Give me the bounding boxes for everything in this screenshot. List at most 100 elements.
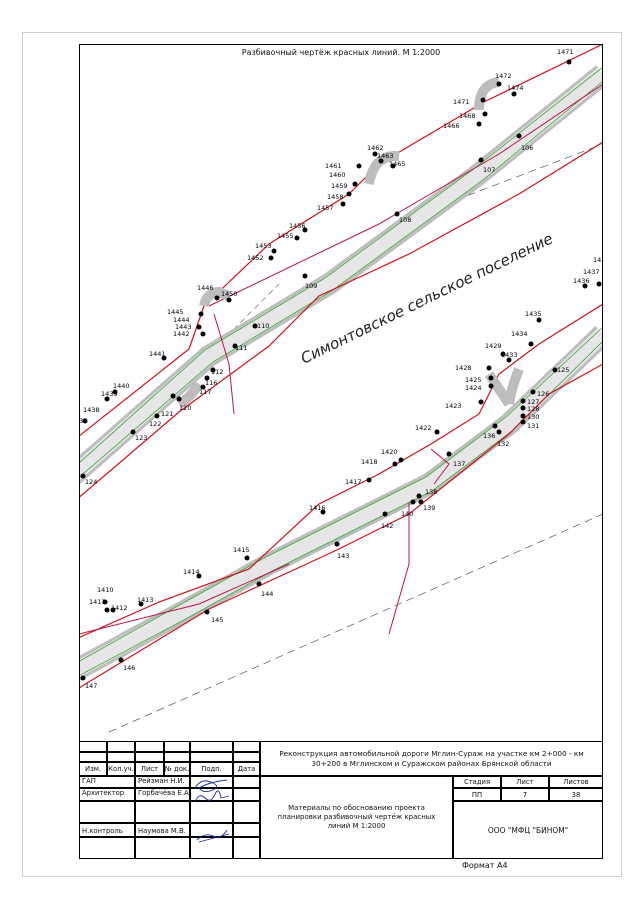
point-label: 1466	[443, 122, 460, 130]
point-label: 1457	[317, 204, 334, 212]
role-architect: Архитектор	[79, 788, 135, 801]
point-label: 1440	[113, 382, 130, 390]
role-gap: ГАП	[79, 776, 135, 788]
sheets-value: 38	[549, 788, 603, 801]
blank-cell	[233, 801, 260, 823]
point-label: 144	[261, 590, 273, 598]
point-label: 128	[527, 405, 539, 413]
rev-cell	[190, 741, 233, 752]
point-label: 120	[179, 404, 191, 412]
point-label: 1425	[465, 376, 482, 384]
name-architect: Горбачёва Е.А.	[135, 788, 190, 801]
blank-cell	[135, 801, 190, 823]
stage-label: Стадия	[453, 776, 501, 788]
point-label: 1423	[445, 402, 462, 410]
col-data: Дата	[233, 762, 260, 776]
point-label: 125	[557, 366, 569, 374]
blank-cell	[79, 801, 135, 823]
point-label: 1446	[197, 284, 214, 292]
point-label: 1444	[173, 316, 190, 324]
point-label: 127	[527, 398, 539, 406]
point-label: 106	[521, 144, 533, 152]
point-label: 1422	[415, 424, 432, 432]
point-label: 1428	[455, 364, 472, 372]
point-label: 1420	[381, 448, 398, 456]
point-label: 1471	[557, 48, 574, 56]
col-list: Лист	[135, 762, 164, 776]
name-nkontrol: Наумова М.В.	[135, 823, 190, 837]
point-markers: 1471 1472 1474 1471 1468 1466 106 1462 1…	[79, 48, 602, 690]
point-label: 142	[381, 522, 393, 530]
sheet-label: Лист	[501, 776, 549, 788]
point-label: 108	[399, 216, 411, 224]
point-label: 1474	[507, 84, 524, 92]
point-label: 140	[401, 510, 413, 518]
point-label: 1411	[89, 598, 106, 606]
point-label: 112	[211, 368, 223, 376]
point-label: 116	[205, 379, 217, 387]
point-label: 1472	[495, 72, 512, 80]
rev-cell	[190, 752, 233, 762]
point-label: 1429	[485, 342, 502, 350]
point-label: 1450	[221, 290, 238, 298]
point-label: 126	[537, 390, 549, 398]
point-label: 1443	[175, 323, 192, 331]
point-label: 1416	[309, 504, 326, 512]
point-label: 1442	[173, 330, 190, 338]
point-label: 124	[85, 478, 97, 486]
project-title: Реконструкция автомобильной дороги Мглин…	[260, 741, 603, 776]
blank-cell	[79, 837, 135, 859]
point-label: 1424	[465, 384, 482, 392]
date-cell	[233, 823, 260, 837]
rev-cell	[164, 752, 190, 762]
point-label: 1434	[511, 330, 528, 338]
point-label: 110	[257, 322, 269, 330]
point-label: 131	[527, 422, 539, 430]
point-label: 1459	[331, 182, 348, 190]
point-label: 1437	[583, 268, 600, 276]
stage-value: ПП	[453, 788, 501, 801]
sheet-description: Материалы по обоснованию проекта планиро…	[260, 776, 453, 859]
point-label: 1445	[167, 308, 184, 316]
signature-cell	[190, 823, 233, 837]
blank-cell	[190, 801, 233, 823]
date-cell	[233, 788, 260, 801]
point-label: 1436	[573, 277, 590, 285]
point-label: 130	[527, 413, 539, 421]
signatures	[194, 779, 230, 843]
date-cell	[233, 776, 260, 788]
signature-cell	[190, 776, 233, 788]
point-label: 138	[425, 488, 437, 496]
rev-cell	[79, 741, 107, 752]
point-label: 137	[453, 460, 465, 468]
point-label: 1410	[97, 586, 114, 594]
signature-cell	[190, 788, 233, 801]
col-kol: Кол.уч.	[107, 762, 135, 776]
point-label: 1412	[111, 604, 128, 612]
point-label: 1439	[101, 390, 118, 398]
point-label: 1463	[377, 152, 394, 160]
point-label: 1468	[459, 112, 476, 120]
point-label: 143	[337, 552, 349, 560]
point-label: 1435	[525, 310, 542, 318]
point-label: 1433	[501, 351, 518, 359]
point-label: 122	[149, 420, 161, 428]
point-label: 123	[135, 434, 147, 442]
point-label: 139	[423, 504, 435, 512]
format-label: Формат А4	[462, 861, 508, 870]
company-name: ООО "МФЦ "БИНОМ"	[453, 801, 603, 859]
blank-cell	[233, 837, 260, 859]
point-label: 109	[305, 282, 317, 290]
point-label: 1413	[137, 596, 154, 604]
drawing-frame	[79, 44, 603, 859]
point-label: 136	[483, 432, 495, 440]
sheets-label: Листов	[549, 776, 603, 788]
point-label: 1414	[183, 568, 200, 576]
point-label: 121	[161, 410, 173, 418]
point-label: 132	[497, 440, 509, 448]
rev-cell	[107, 752, 135, 762]
point-label: 147	[85, 682, 97, 690]
point-label: 117	[199, 388, 211, 396]
point-label: 1417	[345, 478, 362, 486]
upper-road	[79, 44, 603, 499]
